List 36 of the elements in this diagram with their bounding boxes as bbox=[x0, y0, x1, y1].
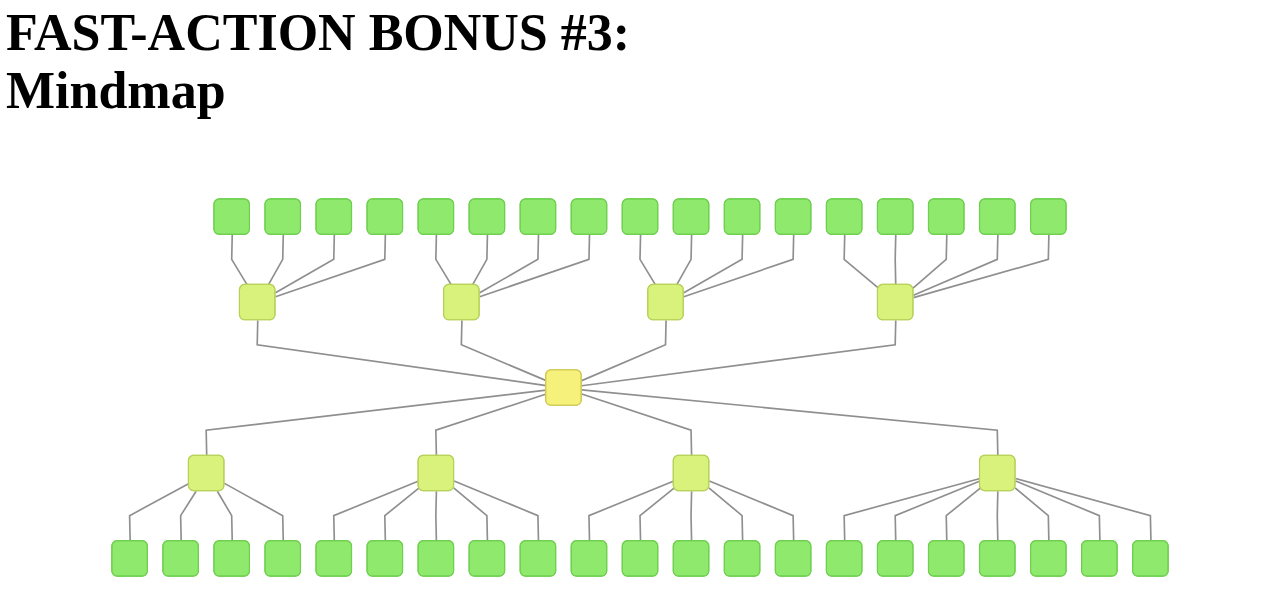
connector bbox=[179, 490, 197, 542]
connector bbox=[894, 234, 897, 286]
connector bbox=[708, 480, 795, 542]
connector bbox=[274, 234, 387, 298]
connector bbox=[912, 234, 999, 296]
connector bbox=[453, 480, 540, 542]
connector bbox=[639, 487, 676, 542]
connector bbox=[216, 490, 234, 542]
connector bbox=[639, 234, 657, 286]
connector bbox=[690, 490, 693, 542]
connector bbox=[267, 234, 285, 286]
connector bbox=[945, 487, 982, 542]
connector bbox=[230, 234, 248, 286]
connector bbox=[843, 234, 880, 289]
connector bbox=[912, 234, 948, 289]
connector bbox=[383, 487, 420, 542]
connector bbox=[471, 234, 489, 286]
connector bbox=[996, 490, 999, 542]
connector bbox=[1014, 477, 1152, 542]
connector bbox=[675, 234, 693, 286]
connector bbox=[683, 234, 744, 294]
connector bbox=[452, 487, 489, 542]
connector bbox=[274, 234, 336, 294]
connector bbox=[332, 480, 420, 542]
connector bbox=[912, 234, 1050, 299]
connector bbox=[435, 234, 453, 286]
connector bbox=[843, 477, 981, 542]
connector bbox=[1014, 480, 1101, 542]
connector bbox=[435, 490, 438, 542]
connector bbox=[588, 480, 675, 542]
connector bbox=[223, 482, 285, 542]
connector bbox=[1014, 487, 1050, 542]
connector bbox=[894, 480, 981, 542]
title: FAST-ACTION BONUS #3: Mindmap bbox=[6, 4, 632, 120]
connector bbox=[708, 487, 744, 542]
connector bbox=[683, 234, 795, 298]
